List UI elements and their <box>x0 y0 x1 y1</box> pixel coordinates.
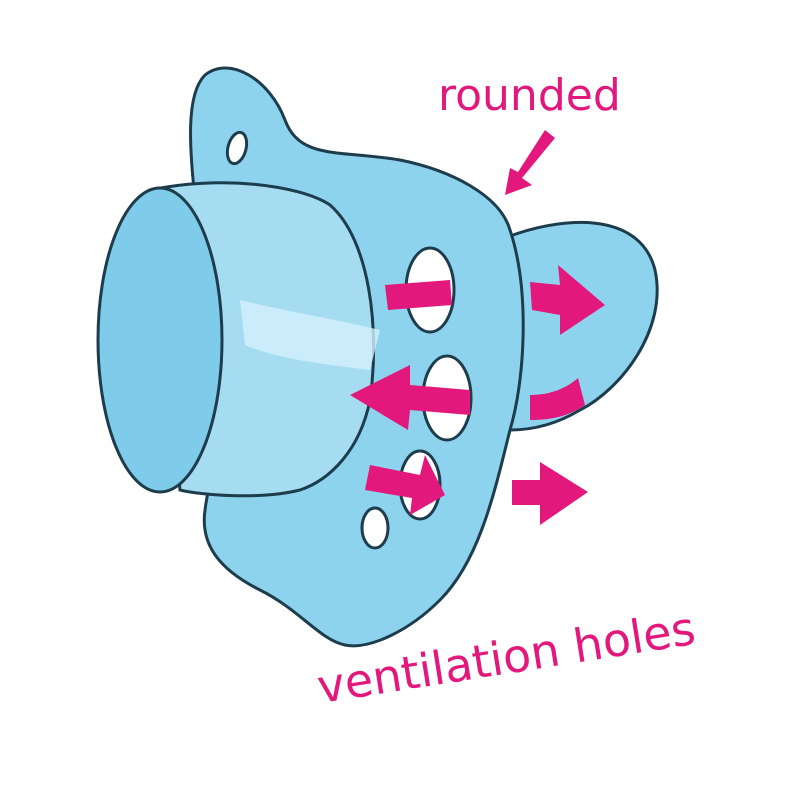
handle-hole <box>225 130 249 166</box>
arrow-curve <box>530 378 585 420</box>
arrow-pointer <box>505 130 555 195</box>
arrow-left <box>350 365 470 430</box>
pacifier-cap-face <box>96 186 224 494</box>
vent-hole <box>360 506 390 550</box>
pacifier-nipple <box>498 220 659 432</box>
airflow-arrows <box>350 130 605 525</box>
label-rounded: rounded <box>438 70 621 121</box>
arrow-right <box>530 265 605 335</box>
arrow-right <box>385 280 452 310</box>
arrow-right <box>512 462 588 525</box>
arrow-right <box>365 455 445 515</box>
cap-highlight <box>240 300 380 370</box>
